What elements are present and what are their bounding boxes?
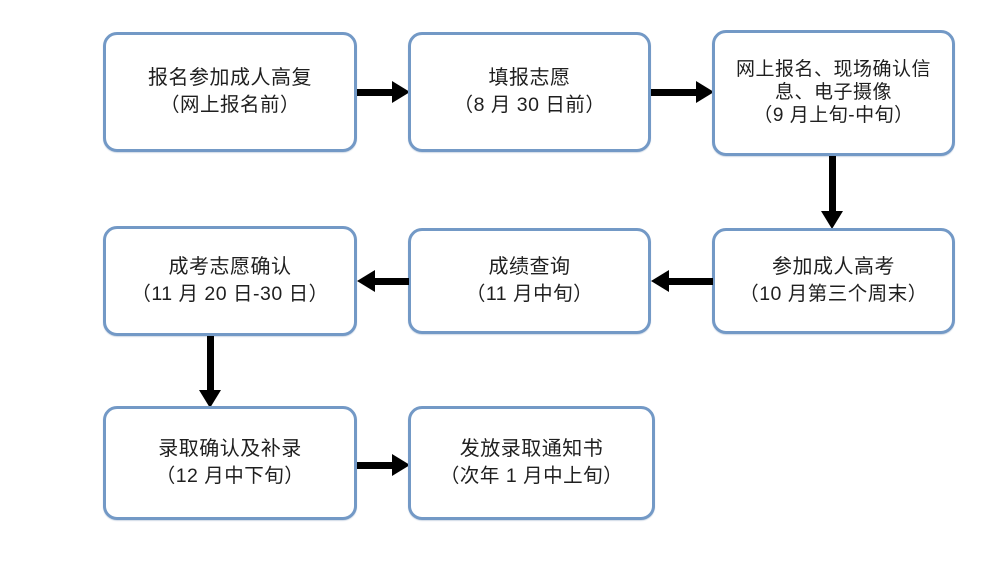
arrow-head-down-icon (199, 390, 221, 408)
flow-node-3-line-2: 息、电子摄像 (774, 82, 892, 104)
flow-node-6-confirm-application[interactable]: 成考志愿确认 （11 月 20 日-30 日） (103, 226, 357, 336)
flow-arrow-3-to-4 (818, 156, 846, 229)
flow-node-8-issue-notice[interactable]: 发放录取通知书 （次年 1 月中上旬） (408, 406, 655, 520)
flow-arrow-6-to-7 (196, 336, 224, 408)
arrow-shaft (206, 336, 214, 391)
flow-node-7-line-1: 录取确认及补录 (158, 438, 302, 461)
flow-node-5-line-1: 成绩查询 (488, 256, 571, 279)
flow-node-7-admission-confirm[interactable]: 录取确认及补录 （12 月中下旬） (103, 406, 357, 520)
flow-node-8-line-1: 发放录取通知书 (459, 438, 604, 461)
arrow-head-right-icon (392, 454, 410, 476)
flow-arrow-7-to-8 (357, 451, 410, 479)
flow-node-3-line-3: （9 月上旬-中旬） (753, 104, 914, 126)
flow-node-6-line-1: 成考志愿确认 (168, 256, 292, 279)
flow-arrow-1-to-2 (357, 78, 410, 106)
flow-node-1-line-2: （网上报名前） (159, 94, 300, 117)
flow-node-4-line-2: （10 月第三个周末） (739, 283, 928, 306)
arrow-shaft (651, 88, 697, 96)
arrow-shaft (357, 461, 393, 469)
flow-node-1-line-1: 报名参加成人高复 (148, 67, 312, 90)
flow-arrow-4-to-5 (651, 267, 713, 295)
flow-node-3-online-registration[interactable]: 网上报名、现场确认信 息、电子摄像 （9 月上旬-中旬） (712, 30, 955, 156)
arrow-shaft (374, 277, 409, 285)
flow-node-4-take-exam[interactable]: 参加成人高考 （10 月第三个周末） (712, 228, 955, 334)
flow-node-2-line-1: 填报志愿 (488, 67, 571, 90)
flow-node-1-register-prep[interactable]: 报名参加成人高复 （网上报名前） (103, 32, 357, 152)
arrow-shaft (357, 88, 393, 96)
flow-arrow-5-to-6 (357, 267, 409, 295)
flow-node-5-line-2: （11 月中旬） (465, 283, 594, 306)
flow-node-2-fill-application[interactable]: 填报志愿 （8 月 30 日前） (408, 32, 651, 152)
flow-node-8-line-2: （次年 1 月中上旬） (439, 465, 624, 488)
flow-node-5-check-score[interactable]: 成绩查询 （11 月中旬） (408, 228, 651, 334)
flow-node-7-line-2: （12 月中下旬） (155, 465, 305, 488)
flow-node-6-line-2: （11 月 20 日-30 日） (131, 283, 329, 306)
arrow-shaft (828, 156, 836, 212)
arrow-head-left-icon (357, 270, 375, 292)
arrow-head-right-icon (392, 81, 410, 103)
flow-arrow-2-to-3 (651, 78, 714, 106)
arrow-head-right-icon (696, 81, 714, 103)
flow-node-2-line-2: （8 月 30 日前） (453, 94, 606, 117)
arrow-shaft (668, 277, 713, 285)
arrow-head-left-icon (651, 270, 669, 292)
arrow-head-down-icon (821, 211, 843, 229)
flow-node-4-line-1: 参加成人高考 (772, 256, 895, 279)
flow-node-3-line-1: 网上报名、现场确认信 (735, 59, 931, 81)
